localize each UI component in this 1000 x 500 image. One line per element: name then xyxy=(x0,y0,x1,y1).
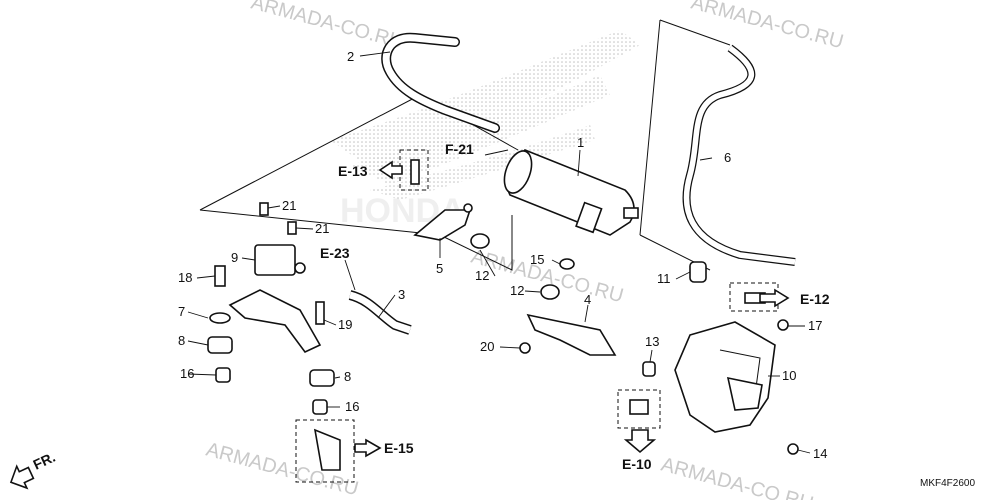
bolts-left xyxy=(214,159,420,325)
e10-detail-box xyxy=(617,389,661,429)
callout-12-top: 12 xyxy=(475,268,489,283)
ref-e23: E-23 xyxy=(320,245,350,261)
collar-part-13 xyxy=(642,361,656,377)
callout-numbers: 2 1 3 4 5 6 7 8 8 9 10 11 12 12 13 14 15… xyxy=(178,49,827,461)
callout-16-left: 16 xyxy=(180,366,194,381)
e15-detail-box xyxy=(295,419,355,483)
callout-7: 7 xyxy=(178,304,185,319)
callout-17: 17 xyxy=(808,318,822,333)
ref-e13: E-13 xyxy=(338,163,368,179)
callout-15: 15 xyxy=(530,252,544,267)
ref-e15: E-15 xyxy=(384,440,414,456)
solenoid-part-9 xyxy=(254,244,306,276)
callout-19: 19 xyxy=(338,317,352,332)
e10-arrow xyxy=(623,429,657,454)
callout-11: 11 xyxy=(657,271,671,286)
leader-lines xyxy=(187,51,811,454)
callout-13: 13 xyxy=(645,334,659,349)
reference-arrows xyxy=(9,160,790,490)
watermark-top-left: ARMADA-CO.RU xyxy=(249,0,406,53)
callout-4: 4 xyxy=(584,292,591,307)
cover-part-10 xyxy=(674,321,776,433)
callout-5: 5 xyxy=(436,261,443,276)
collar-part-15 xyxy=(559,258,575,270)
callout-21-top: 21 xyxy=(282,198,296,213)
front-direction-label: FR. xyxy=(31,449,58,473)
e13-arrow xyxy=(378,160,403,180)
diagram-code: MKF4F2600 xyxy=(920,478,975,489)
small-fasteners xyxy=(519,319,799,455)
callout-10: 10 xyxy=(782,368,796,383)
callout-16-right: 16 xyxy=(345,399,359,414)
watermark-top-right: ARMADA-CO.RU xyxy=(689,0,846,53)
callout-21-bottom: 21 xyxy=(315,221,329,236)
hose-part-6 xyxy=(682,44,796,266)
callout-18: 18 xyxy=(178,270,192,285)
watermark-bottom-right: ARMADA-CO.RU xyxy=(659,454,816,500)
callout-6: 6 xyxy=(724,150,731,165)
ref-e10: E-10 xyxy=(622,456,652,472)
callout-20: 20 xyxy=(480,339,494,354)
canister-part-1 xyxy=(503,149,639,236)
callout-2: 2 xyxy=(347,49,354,64)
callout-8-left: 8 xyxy=(178,333,185,348)
callout-14: 14 xyxy=(813,446,827,461)
callout-9: 9 xyxy=(231,250,238,265)
e12-arrow xyxy=(759,288,790,308)
e15-arrow xyxy=(354,438,382,458)
front-direction-arrow xyxy=(9,464,35,490)
callout-12-bottom: 12 xyxy=(510,283,524,298)
callout-1: 1 xyxy=(577,135,584,150)
tube-part-2 xyxy=(381,32,500,133)
stay-bracket-left xyxy=(228,289,322,354)
reference-labels: E-13 F-21 E-23 E-12 E-15 E-10 xyxy=(320,141,830,472)
rubber-mounts xyxy=(207,312,335,415)
callout-3: 3 xyxy=(398,287,405,302)
bracket-part-5 xyxy=(413,203,473,241)
tube-part-3 xyxy=(348,290,412,335)
clamp-part-11 xyxy=(689,261,707,283)
callout-8-right: 8 xyxy=(344,369,351,384)
ref-f21: F-21 xyxy=(445,141,474,157)
bracket-part-4 xyxy=(526,313,617,356)
ref-e12: E-12 xyxy=(800,291,830,307)
grommet-part-12 xyxy=(470,233,560,300)
